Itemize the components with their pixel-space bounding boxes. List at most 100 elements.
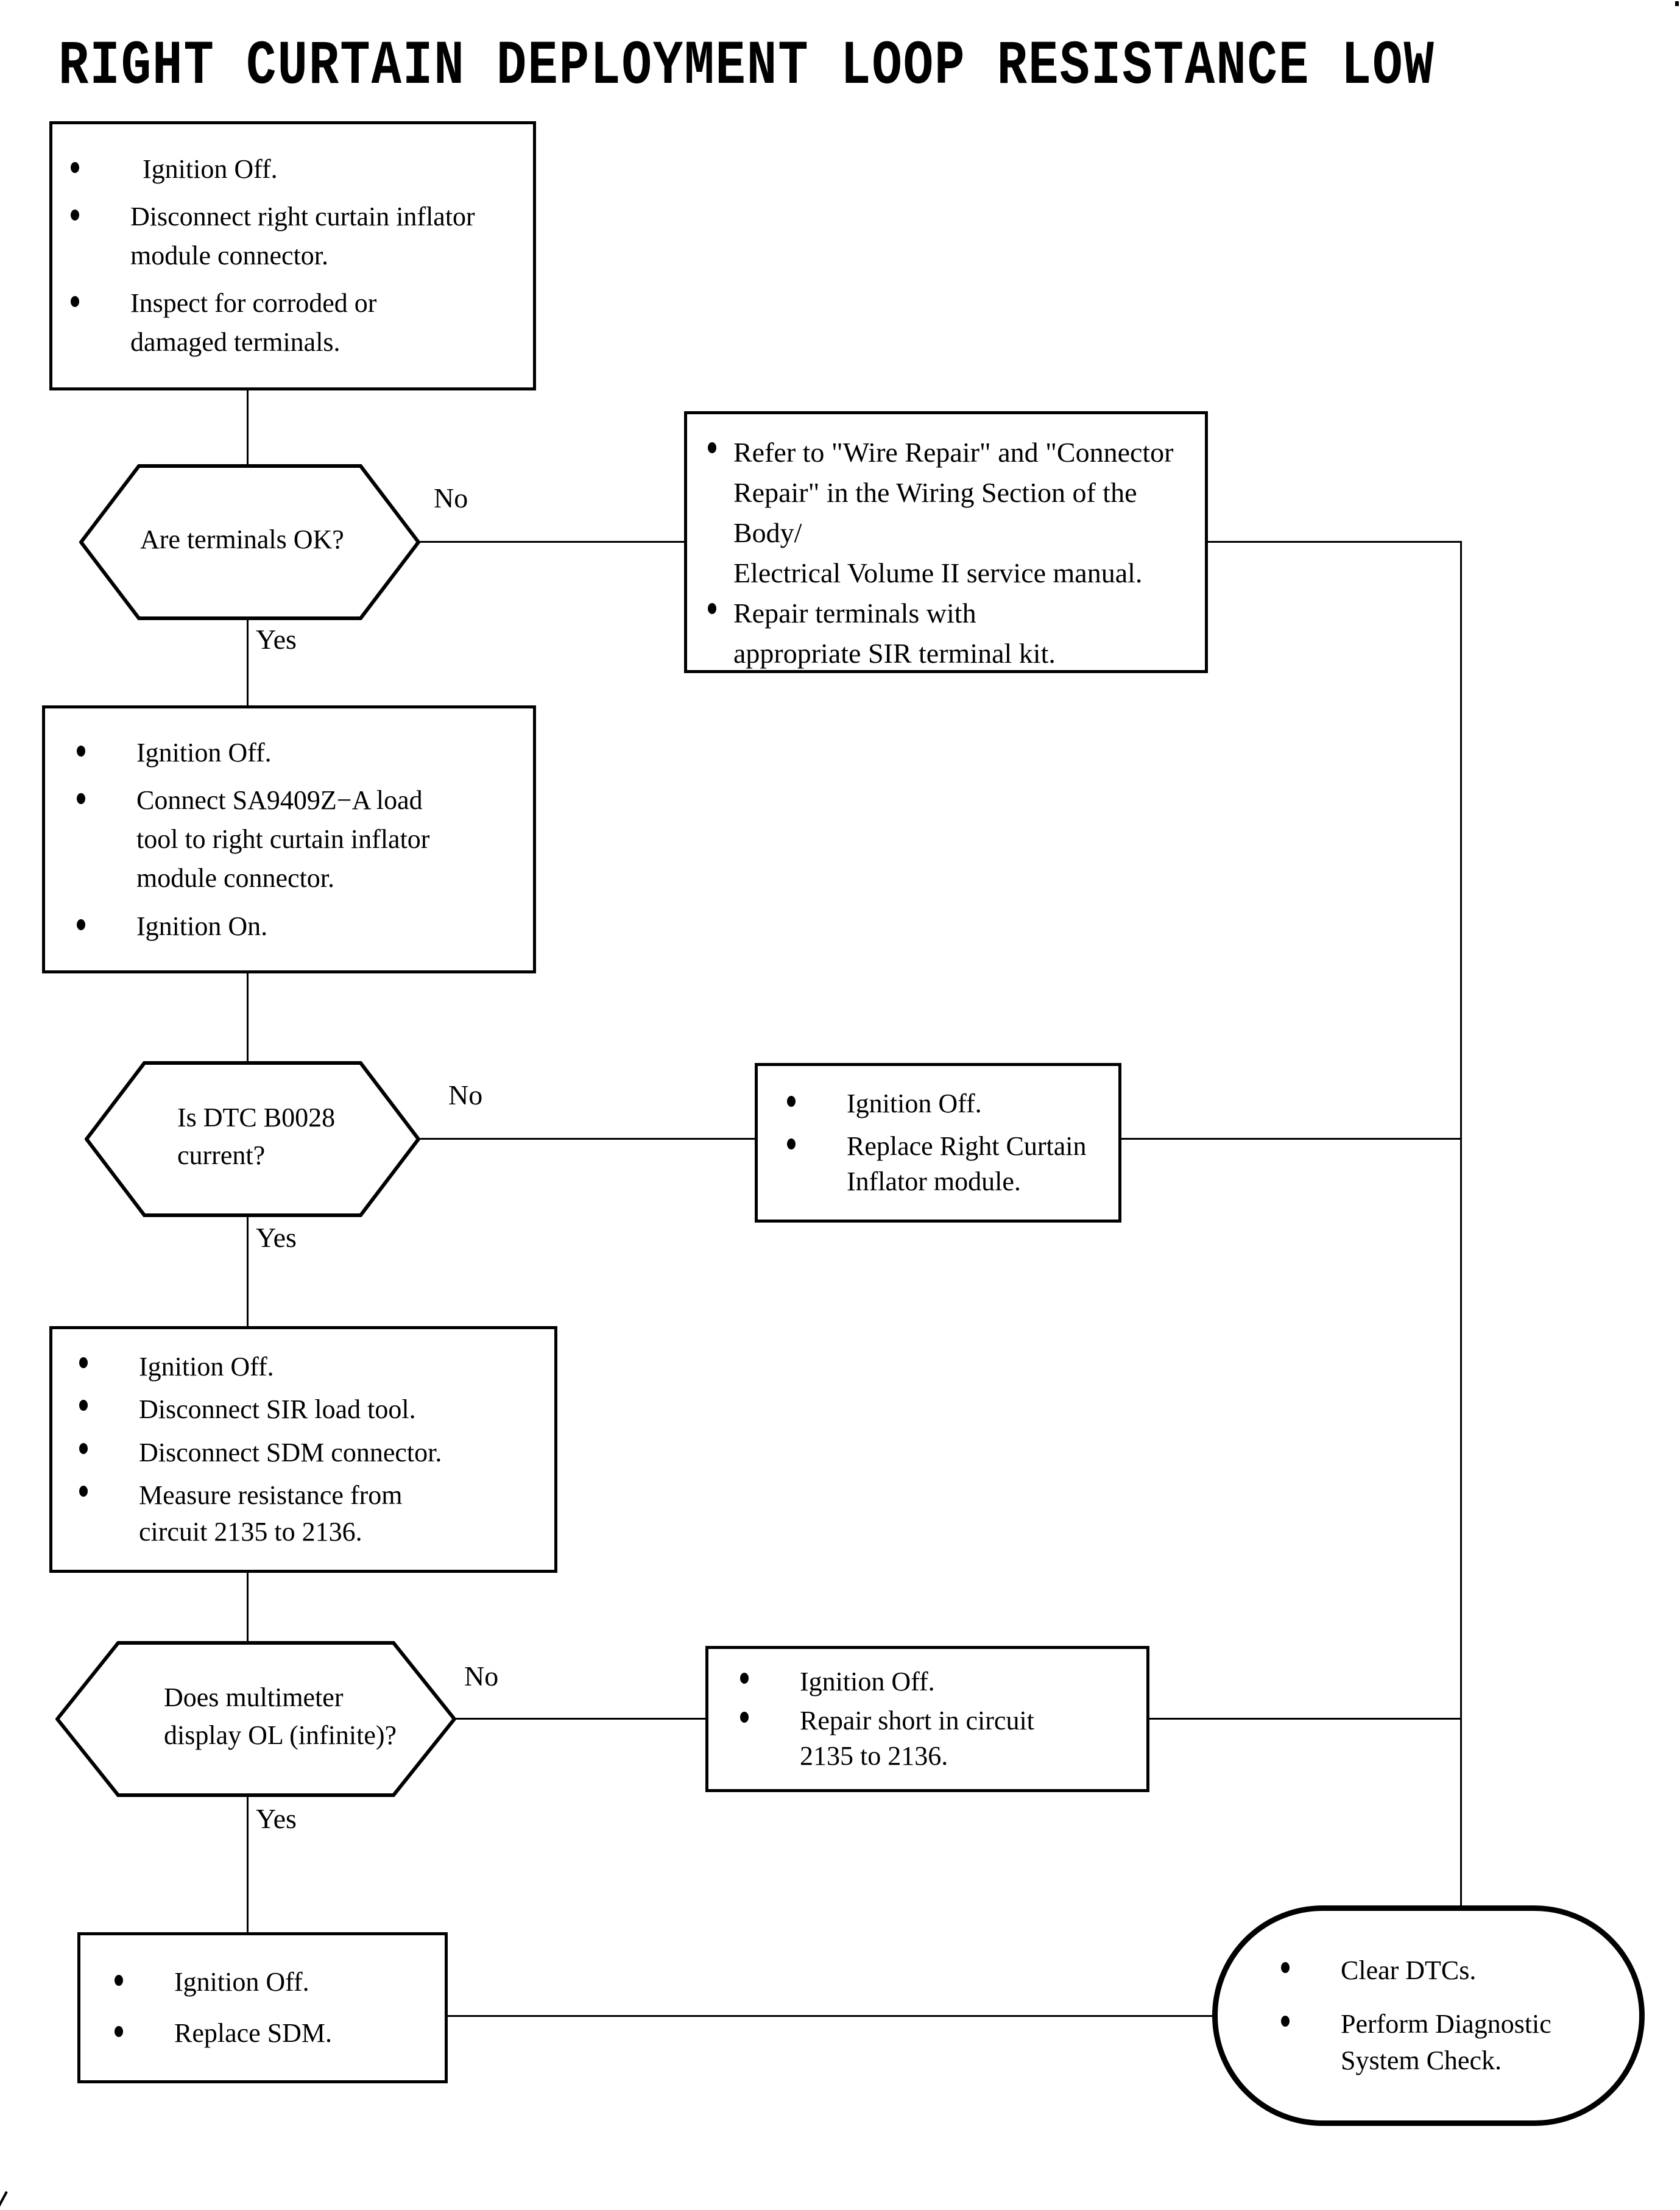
connector-spine-3 (247, 973, 249, 1061)
connector-spine-6 (247, 1797, 249, 1932)
bullet-icon (1281, 2016, 1290, 2027)
step-text: Clear DTCs. (1341, 1955, 1477, 1985)
list-item: Disconnect right curtain inflator module… (71, 197, 521, 275)
step-text: Replace Right Curtain Inflator module. (847, 1131, 1087, 1196)
label-yes-1: Yes (256, 624, 297, 655)
list-item: Disconnect SIR load tool. (79, 1391, 545, 1428)
list-item: Ignition Off. (77, 733, 523, 772)
list-item: Ignition Off. (787, 1086, 1111, 1121)
connector-rail (1460, 541, 1462, 1908)
decision-question: Is DTC B0028 current? (177, 1103, 336, 1170)
list-item: Measure resistance from circuit 2135 to … (79, 1477, 545, 1550)
node-connect-load-tool: Ignition Off. Connect SA9409Z−A load too… (42, 705, 536, 973)
list-item: Repair short in circuit 2135 to 2136. (740, 1703, 1139, 1774)
bullet-icon (708, 442, 716, 453)
step-text: Inspect for corroded or damaged terminal… (130, 288, 377, 357)
connector-spine-2 (247, 620, 249, 705)
list-item: Refer to "Wire Repair" and "Connector Re… (708, 432, 1195, 593)
step-text: Disconnect SIR load tool. (139, 1394, 416, 1425)
bullet-icon (71, 210, 79, 221)
node-repair-short: Ignition Off. Repair short in circuit 21… (705, 1646, 1149, 1792)
node-inspect-terminals: Ignition Off. Disconnect right curtain i… (49, 121, 536, 390)
bullet-icon (77, 793, 85, 804)
list-item: Replace Right Curtain Inflator module. (787, 1129, 1111, 1199)
terminator-clear-dtcs: Clear DTCs. Perform Diagnostic System Ch… (1212, 1905, 1645, 2126)
bullet-icon (79, 1442, 88, 1454)
list-item: Ignition Off. (115, 1963, 437, 2002)
list-item: Ignition Off. (740, 1664, 1139, 1700)
hexagon-shape (85, 1061, 420, 1217)
bullet-icon (77, 919, 85, 930)
step-text: Disconnect right curtain inflator module… (130, 202, 475, 270)
connector-spine-1 (247, 390, 249, 464)
bullet-icon (787, 1138, 796, 1149)
hexagon-shape (55, 1641, 456, 1797)
label-no-1: No (434, 482, 468, 514)
hexagon-shape (79, 464, 420, 620)
step-text: Ignition Off. (174, 1967, 309, 1997)
step-text: Ignition Off. (143, 154, 278, 184)
step-text: Replace SDM. (174, 2018, 333, 2048)
decision-dtc-b0028: Is DTC B0028 current? (85, 1061, 420, 1217)
list-item: Disconnect SDM connector. (79, 1435, 545, 1471)
node-wire-repair: Refer to "Wire Repair" and "Connector Re… (684, 411, 1208, 673)
step-text: Ignition Off. (139, 1352, 274, 1382)
connector-no-1b (1208, 541, 1461, 543)
bullet-icon (787, 1096, 796, 1107)
scan-artifact (0, 2191, 8, 2209)
label-no-3: No (464, 1661, 499, 1692)
step-text: Refer to "Wire Repair" and "Connector Re… (733, 437, 1174, 588)
step-text: Repair short in circuit 2135 to 2136. (800, 1706, 1034, 1771)
bullet-icon (1281, 1962, 1290, 1973)
list-item: Perform Diagnostic System Check. (1281, 2006, 1615, 2079)
connector-spine-4 (247, 1217, 249, 1326)
bullet-icon (77, 745, 85, 757)
connector-no-2b (1121, 1138, 1461, 1140)
bullet-icon (115, 1975, 123, 1986)
decision-terminals-ok: Are terminals OK? (79, 464, 420, 620)
list-item: Clear DTCs. (1281, 1952, 1615, 1989)
node-measure-resistance: Ignition Off. Disconnect SIR load tool. … (49, 1326, 557, 1573)
step-text: Ignition Off. (847, 1089, 982, 1119)
decision-question: Are terminals OK? (140, 524, 344, 554)
bullet-icon (740, 1672, 749, 1684)
label-no-2: No (448, 1079, 483, 1110)
bullet-icon (71, 296, 79, 307)
node-replace-inflator: Ignition Off. Replace Right Curtain Infl… (755, 1063, 1121, 1223)
step-text: Ignition Off. (136, 737, 272, 768)
step-text: Ignition On. (136, 911, 268, 941)
connector-sdm-terminator (448, 2015, 1213, 2017)
connector-no-3a (456, 1718, 705, 1720)
connector-spine-5 (247, 1573, 249, 1641)
bullet-icon (708, 603, 716, 614)
list-item: Replace SDM. (115, 2014, 437, 2053)
list-item: Ignition On. (77, 907, 523, 946)
step-text: Repair terminals with appropriate SIR te… (733, 598, 1056, 669)
bullet-icon (71, 162, 79, 173)
list-item: Inspect for corroded or damaged terminal… (71, 284, 521, 362)
step-text: Perform Diagnostic System Check. (1341, 2009, 1551, 2075)
decision-question: Does multimeter display OL (infinite)? (164, 1682, 397, 1750)
bullet-icon (740, 1712, 749, 1723)
bullet-icon (115, 2025, 123, 2037)
bullet-icon (79, 1400, 88, 1411)
scan-artifact (1675, 1, 1679, 6)
node-replace-sdm: Ignition Off. Replace SDM. (77, 1932, 448, 2083)
step-text: Disconnect SDM connector. (139, 1437, 442, 1467)
list-item: Repair terminals with appropriate SIR te… (708, 593, 1195, 674)
list-item: Ignition Off. (79, 1349, 545, 1385)
label-yes-2: Yes (256, 1222, 297, 1253)
connector-no-2a (420, 1138, 755, 1140)
step-text: Measure resistance from circuit 2135 to … (139, 1480, 403, 1547)
connector-no-3b (1149, 1718, 1461, 1720)
decision-multimeter-ol: Does multimeter display OL (infinite)? (55, 1641, 456, 1797)
step-text: Ignition Off. (800, 1666, 935, 1696)
list-item: Ignition Off. (71, 150, 521, 189)
connector-no-1a (420, 541, 684, 543)
bullet-icon (79, 1485, 88, 1497)
step-text: Connect SA9409Z−A load tool to right cur… (136, 785, 430, 893)
page-title: RIGHT CURTAIN DEPLOYMENT LOOP RESISTANCE… (58, 32, 1435, 102)
bullet-icon (79, 1357, 88, 1369)
list-item: Connect SA9409Z−A load tool to right cur… (77, 781, 523, 898)
